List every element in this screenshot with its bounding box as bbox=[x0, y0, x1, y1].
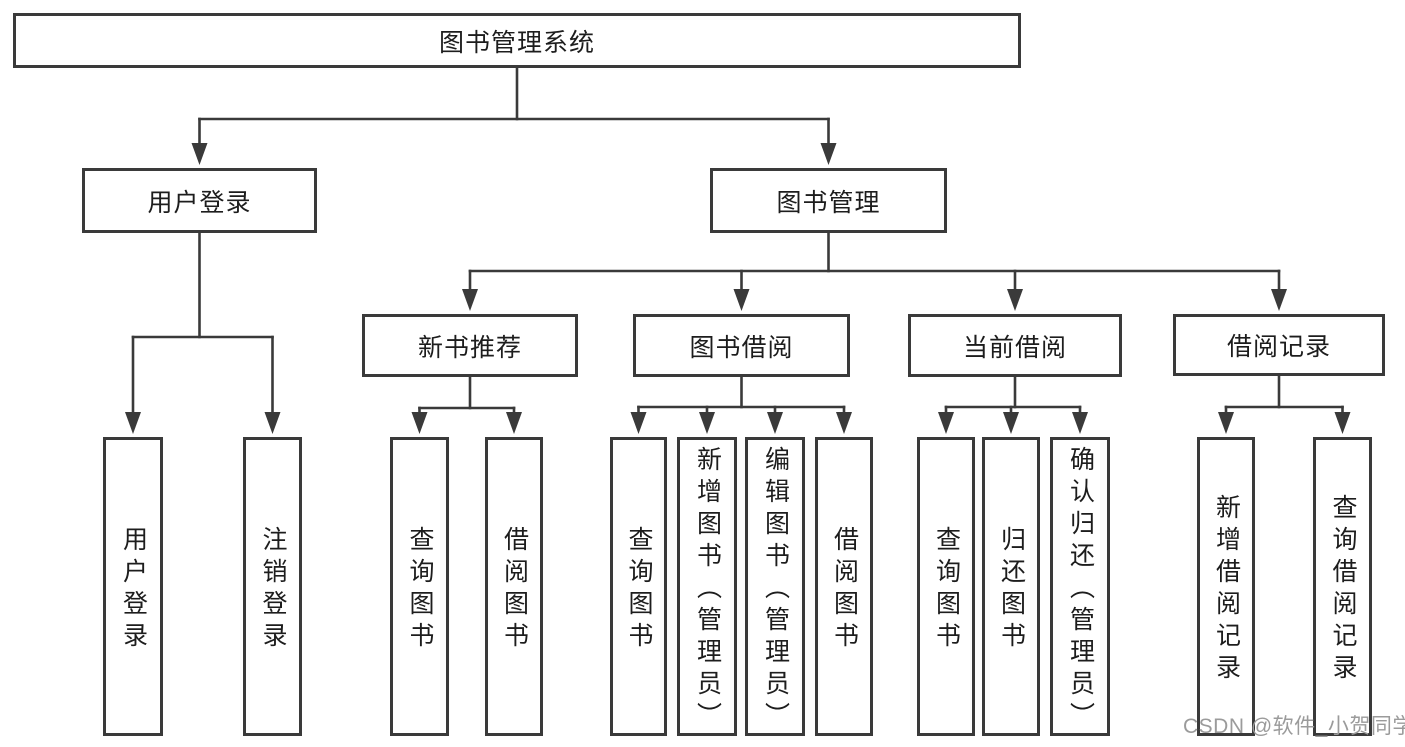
arrowhead-down-icon bbox=[462, 289, 478, 311]
arrowhead-down-icon bbox=[191, 143, 208, 165]
node-user-login-label: 用户登录 bbox=[147, 188, 252, 217]
arrowhead-down-icon bbox=[938, 412, 954, 434]
node-new-book-recommend: 新书推荐 bbox=[362, 314, 578, 377]
arrowhead-down-icon bbox=[630, 412, 647, 434]
node-book-management-label: 图书管理 bbox=[776, 188, 881, 217]
node-current-borrowing-label: 当前借阅 bbox=[962, 333, 1067, 362]
node-borrowing-borrow-books: 借阅图书 bbox=[815, 437, 873, 736]
node-borrowing-records: 借阅记录 bbox=[1173, 314, 1385, 376]
node-recommend-query-books: 查询图书 bbox=[390, 437, 449, 736]
node-current-confirm-return-admin: 确认归还（管理员） bbox=[1050, 437, 1110, 736]
node-borrowing-query-books: 查询图书 bbox=[610, 437, 667, 736]
node-logout: 注销登录 bbox=[243, 437, 302, 736]
arrowhead-down-icon bbox=[1072, 412, 1088, 434]
node-records-query-borrow-record: 查询借阅记录 bbox=[1313, 437, 1372, 736]
node-book-borrowing-label: 图书借阅 bbox=[689, 333, 794, 362]
arrowhead-down-icon bbox=[1218, 412, 1234, 434]
node-recommend-borrow-books-label: 借阅图书 bbox=[500, 526, 529, 654]
arrowhead-down-icon bbox=[767, 412, 783, 434]
arrowhead-down-icon bbox=[820, 143, 837, 165]
node-records-add-borrow-record: 新增借阅记录 bbox=[1197, 437, 1255, 736]
arrowhead-down-icon bbox=[1271, 289, 1287, 311]
arrowhead-down-icon bbox=[733, 289, 750, 311]
node-library-system-label: 图书管理系统 bbox=[438, 28, 595, 57]
node-library-system: 图书管理系统 bbox=[13, 13, 1021, 68]
node-borrowing-edit-books-admin: 编辑图书（管理员） bbox=[745, 437, 805, 736]
node-borrowing-edit-books-admin-label: 编辑图书（管理员） bbox=[761, 446, 790, 734]
arrowhead-down-icon bbox=[1007, 289, 1023, 311]
node-borrowing-add-books-admin-label: 新增图书（管理员） bbox=[693, 446, 722, 734]
node-recommend-borrow-books: 借阅图书 bbox=[485, 437, 543, 736]
arrowhead-down-icon bbox=[506, 412, 522, 434]
node-book-management: 图书管理 bbox=[710, 168, 947, 233]
node-borrowing-borrow-books-label: 借阅图书 bbox=[830, 526, 859, 654]
node-records-add-borrow-record-label: 新增借阅记录 bbox=[1212, 494, 1241, 686]
node-new-book-recommend-label: 新书推荐 bbox=[417, 333, 522, 362]
arrowhead-down-icon bbox=[699, 412, 715, 434]
node-current-return-books-label: 归还图书 bbox=[997, 526, 1026, 654]
node-current-borrowing: 当前借阅 bbox=[908, 314, 1122, 377]
node-login: 用户登录 bbox=[103, 437, 163, 736]
arrowhead-down-icon bbox=[1334, 412, 1351, 434]
node-current-query-books-label: 查询图书 bbox=[932, 526, 961, 654]
arrowhead-down-icon bbox=[411, 412, 428, 434]
node-borrowing-add-books-admin: 新增图书（管理员） bbox=[677, 437, 737, 736]
node-logout-label: 注销登录 bbox=[259, 526, 287, 654]
node-borrowing-query-books-label: 查询图书 bbox=[625, 526, 653, 654]
node-borrowing-records-label: 借阅记录 bbox=[1226, 333, 1331, 361]
node-records-query-borrow-record-label: 查询借阅记录 bbox=[1329, 494, 1357, 686]
node-current-query-books: 查询图书 bbox=[917, 437, 975, 736]
node-login-label: 用户登录 bbox=[119, 526, 148, 654]
node-recommend-query-books-label: 查询图书 bbox=[406, 526, 434, 654]
csdn-watermark: CSDN @软件_小贺同学 bbox=[1183, 715, 1405, 738]
arrowhead-down-icon bbox=[125, 412, 141, 434]
node-book-borrowing: 图书借阅 bbox=[633, 314, 850, 377]
node-current-confirm-return-admin-label: 确认归还（管理员） bbox=[1066, 446, 1095, 734]
node-current-return-books: 归还图书 bbox=[982, 437, 1040, 736]
arrowhead-down-icon bbox=[1003, 412, 1019, 434]
arrowhead-down-icon bbox=[836, 412, 852, 434]
node-user-login: 用户登录 bbox=[82, 168, 317, 233]
arrowhead-down-icon bbox=[264, 412, 281, 434]
